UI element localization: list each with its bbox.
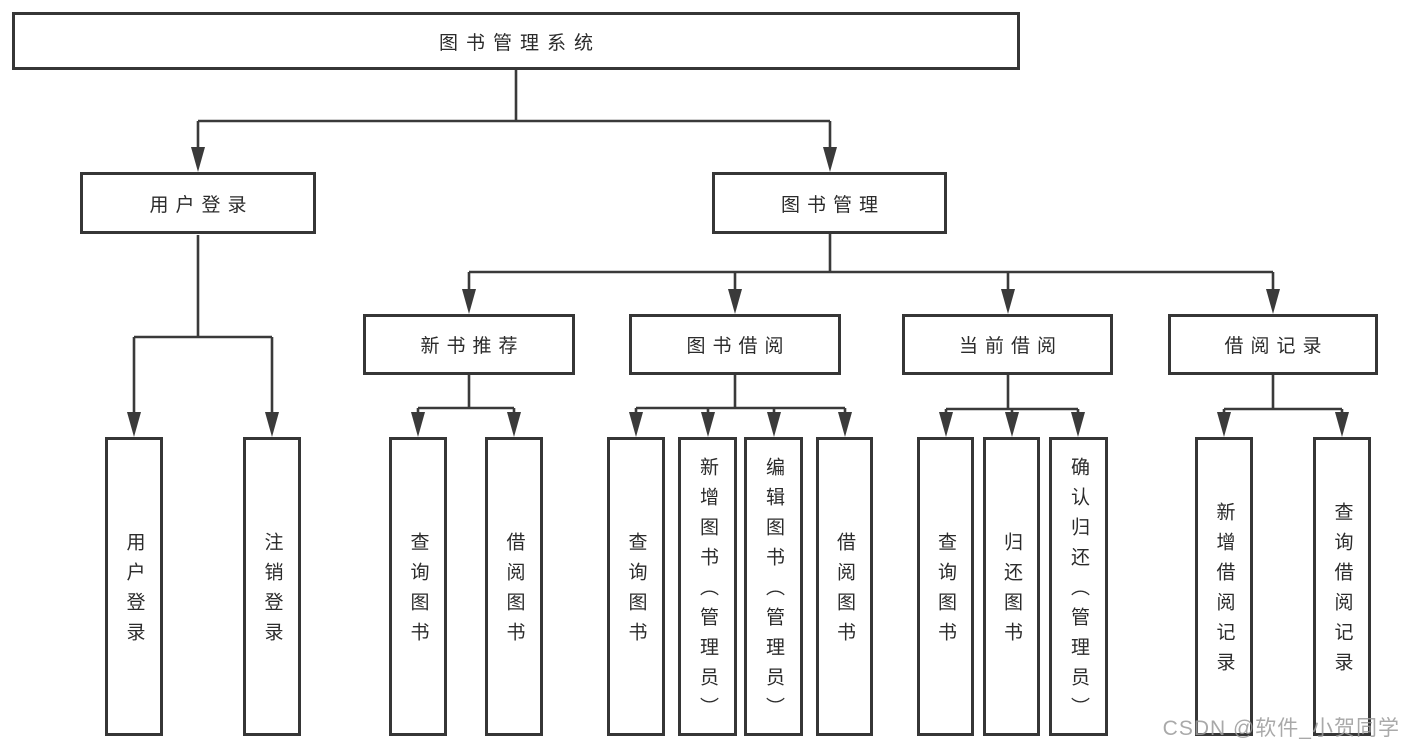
- node-leaf-rec-query-book: 查询图书: [389, 437, 447, 736]
- node-leaf-cb-return-book: 归还图书: [983, 437, 1040, 736]
- node-label: 图书借阅: [686, 336, 791, 357]
- node-leaf-rec-borrow-book: 借阅图书: [485, 437, 543, 736]
- arrow-down-icon: [767, 412, 781, 437]
- node-leaf-bb-query-book: 查询图书: [607, 437, 665, 736]
- node-label: 查询图书: [935, 532, 956, 652]
- arrow-down-icon: [701, 412, 715, 437]
- node-root: 图书管理系统: [12, 12, 1020, 70]
- node-label: 新增图书（管理员）: [697, 457, 718, 727]
- arrow-down-icon: [823, 147, 837, 172]
- arrow-down-icon: [1335, 412, 1349, 437]
- arrow-down-icon: [127, 412, 141, 437]
- arrow-down-icon: [1001, 289, 1015, 314]
- node-label: 查询借阅记录: [1331, 502, 1353, 682]
- watermark: CSDN @软件_小贺同学: [1162, 717, 1400, 740]
- node-label: 借阅图书: [503, 532, 525, 652]
- node-current-borrow: 当前借阅: [902, 314, 1113, 375]
- connector-borrowrecord-to-leaves: [1222, 375, 1344, 414]
- node-label: 确认归还（管理员）: [1068, 457, 1089, 727]
- node-user-login: 用户登录: [80, 172, 316, 234]
- node-leaf-cb-query-book: 查询图书: [917, 437, 974, 736]
- node-label: 编辑图书（管理员）: [763, 457, 784, 727]
- arrow-down-icon: [728, 289, 742, 314]
- node-label: 当前借阅: [958, 336, 1063, 357]
- node-label: 图书管理系统: [438, 32, 601, 54]
- connector-userlogin-to-leaves: [132, 235, 274, 414]
- node-label: 查询图书: [407, 532, 429, 652]
- node-leaf-cb-confirm-return: 确认归还（管理员）: [1049, 437, 1108, 736]
- arrow-down-icon: [939, 412, 953, 437]
- node-label: 图书管理: [780, 194, 885, 216]
- node-leaf-br-add-record: 新增借阅记录: [1195, 437, 1253, 736]
- arrow-down-icon: [507, 412, 521, 437]
- node-leaf-bb-add-book: 新增图书（管理员）: [678, 437, 737, 736]
- connector-bookborrow-to-leaves: [634, 375, 847, 414]
- node-label: 新书推荐: [420, 336, 525, 357]
- node-book-mgmt: 图书管理: [712, 172, 947, 234]
- node-label: 归还图书: [1001, 532, 1022, 652]
- node-leaf-user-login: 用户登录: [105, 437, 163, 736]
- node-borrow-record: 借阅记录: [1168, 314, 1378, 375]
- connector-currentborrow-to-leaves: [944, 375, 1080, 414]
- node-leaf-br-query-record: 查询借阅记录: [1313, 437, 1371, 736]
- arrow-down-icon: [838, 412, 852, 437]
- node-label: 用户登录: [149, 194, 254, 216]
- arrow-down-icon: [191, 147, 205, 172]
- node-label: 注销登录: [261, 532, 283, 652]
- node-leaf-bb-borrow-book: 借阅图书: [816, 437, 873, 736]
- connector-newbookrec-to-leaves: [416, 375, 516, 414]
- arrow-down-icon: [1005, 412, 1019, 437]
- arrow-down-icon: [462, 289, 476, 314]
- arrow-down-icon: [1217, 412, 1231, 437]
- connector-root-to-level2: [196, 70, 832, 150]
- arrow-down-icon: [1266, 289, 1280, 314]
- node-leaf-logout: 注销登录: [243, 437, 301, 736]
- node-label: 借阅记录: [1224, 336, 1329, 357]
- arrow-down-icon: [411, 412, 425, 437]
- arrow-down-icon: [265, 412, 279, 437]
- node-label: 新增借阅记录: [1213, 502, 1235, 682]
- node-label: 查询图书: [625, 532, 647, 652]
- node-new-book-rec: 新书推荐: [363, 314, 575, 375]
- connector-bookmgmt-to-level3: [467, 234, 1275, 292]
- node-book-borrow: 图书借阅: [629, 314, 841, 375]
- node-label: 用户登录: [123, 532, 145, 652]
- arrow-down-icon: [629, 412, 643, 437]
- arrow-down-icon: [1071, 412, 1085, 437]
- node-leaf-bb-edit-book: 编辑图书（管理员）: [744, 437, 803, 736]
- node-label: 借阅图书: [834, 532, 855, 652]
